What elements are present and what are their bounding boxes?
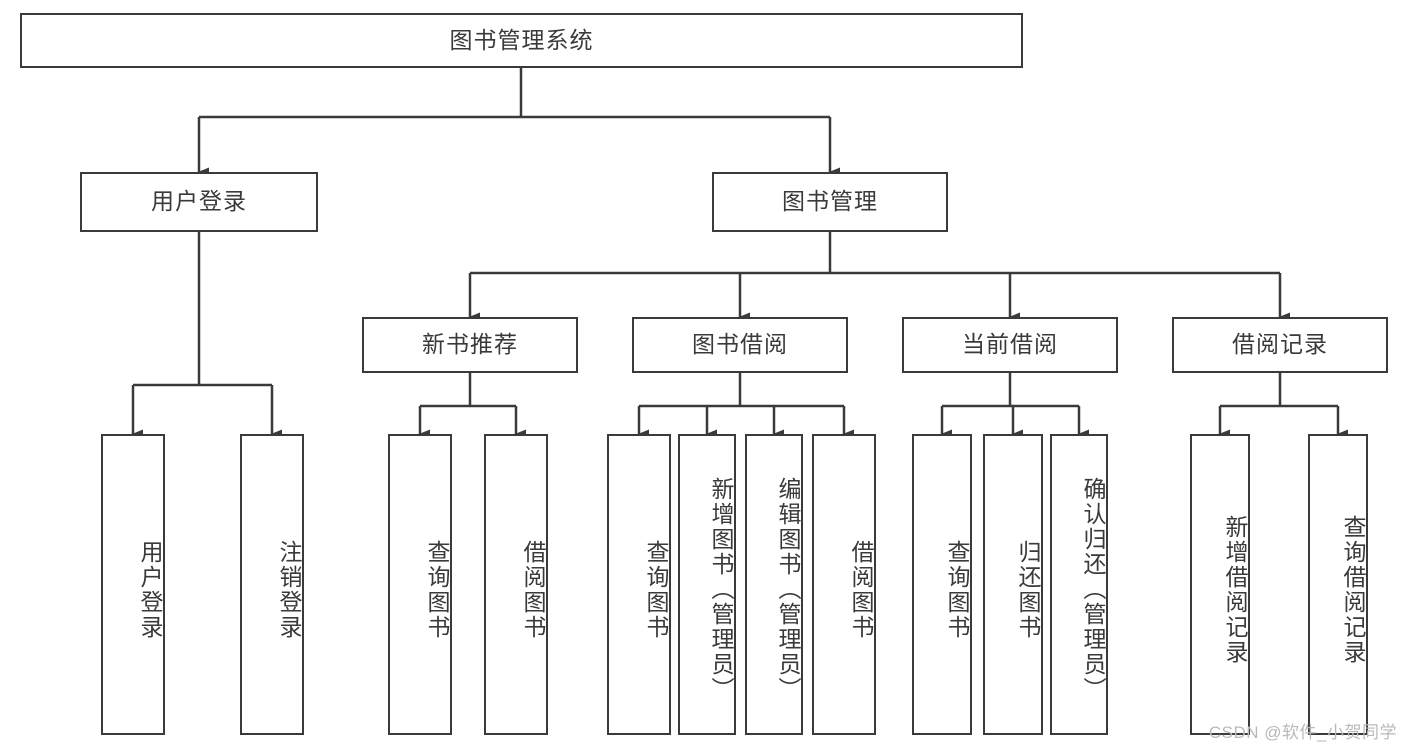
leaf-node-0[interactable]: 用户登录 bbox=[101, 434, 165, 735]
node-label: 查询图书 bbox=[643, 539, 669, 640]
leaf-node-1[interactable]: 注销登录 bbox=[240, 434, 304, 735]
leaf-node-12[interactable]: 查询借阅记录 bbox=[1308, 434, 1368, 735]
node-label: 借阅记录 bbox=[1232, 331, 1328, 358]
leaf-node-10[interactable]: 确认归还（管理员） bbox=[1050, 434, 1108, 735]
node-label: 图书管理系统 bbox=[449, 26, 594, 53]
level3-node-2[interactable]: 当前借阅 bbox=[902, 317, 1118, 373]
level3-node-1[interactable]: 图书借阅 bbox=[632, 317, 848, 373]
node-label: 查询图书 bbox=[424, 539, 450, 640]
node-label: 图书管理 bbox=[782, 188, 878, 215]
root-node[interactable]: 图书管理系统 bbox=[20, 13, 1023, 68]
node-label: 新书推荐 bbox=[422, 331, 518, 358]
node-label: 查询借阅记录 bbox=[1340, 514, 1366, 665]
node-label: 借阅图书 bbox=[848, 539, 874, 640]
leaf-node-4[interactable]: 查询图书 bbox=[607, 434, 671, 735]
leaf-node-8[interactable]: 查询图书 bbox=[912, 434, 972, 735]
node-label: 新增图书（管理员） bbox=[708, 477, 734, 702]
node-label: 注销登录 bbox=[276, 539, 302, 640]
node-label: 新增借阅记录 bbox=[1222, 514, 1248, 665]
leaf-node-11[interactable]: 新增借阅记录 bbox=[1190, 434, 1250, 735]
connector-paths bbox=[131, 68, 1348, 439]
level3-node-0[interactable]: 新书推荐 bbox=[362, 317, 578, 373]
level2-node-0[interactable]: 用户登录 bbox=[80, 172, 318, 232]
node-label: 编辑图书（管理员） bbox=[775, 477, 801, 702]
node-label: 用户登录 bbox=[137, 539, 163, 640]
leaf-node-3[interactable]: 借阅图书 bbox=[484, 434, 548, 735]
node-label: 借阅图书 bbox=[520, 539, 546, 640]
node-label: 图书借阅 bbox=[692, 331, 788, 358]
node-label: 确认归还（管理员） bbox=[1080, 477, 1106, 702]
node-label: 查询图书 bbox=[944, 539, 970, 640]
node-label: 归还图书 bbox=[1015, 539, 1041, 640]
leaf-node-5[interactable]: 新增图书（管理员） bbox=[678, 434, 736, 735]
leaf-node-6[interactable]: 编辑图书（管理员） bbox=[745, 434, 803, 735]
leaf-node-9[interactable]: 归还图书 bbox=[983, 434, 1043, 735]
node-label: 当前借阅 bbox=[962, 331, 1058, 358]
leaf-node-2[interactable]: 查询图书 bbox=[388, 434, 452, 735]
level2-node-1[interactable]: 图书管理 bbox=[712, 172, 948, 232]
leaf-node-7[interactable]: 借阅图书 bbox=[812, 434, 876, 735]
node-label: 用户登录 bbox=[151, 188, 247, 215]
level3-node-3[interactable]: 借阅记录 bbox=[1172, 317, 1388, 373]
watermark-label: CSDN @软件_小贺同学 bbox=[1208, 723, 1397, 742]
